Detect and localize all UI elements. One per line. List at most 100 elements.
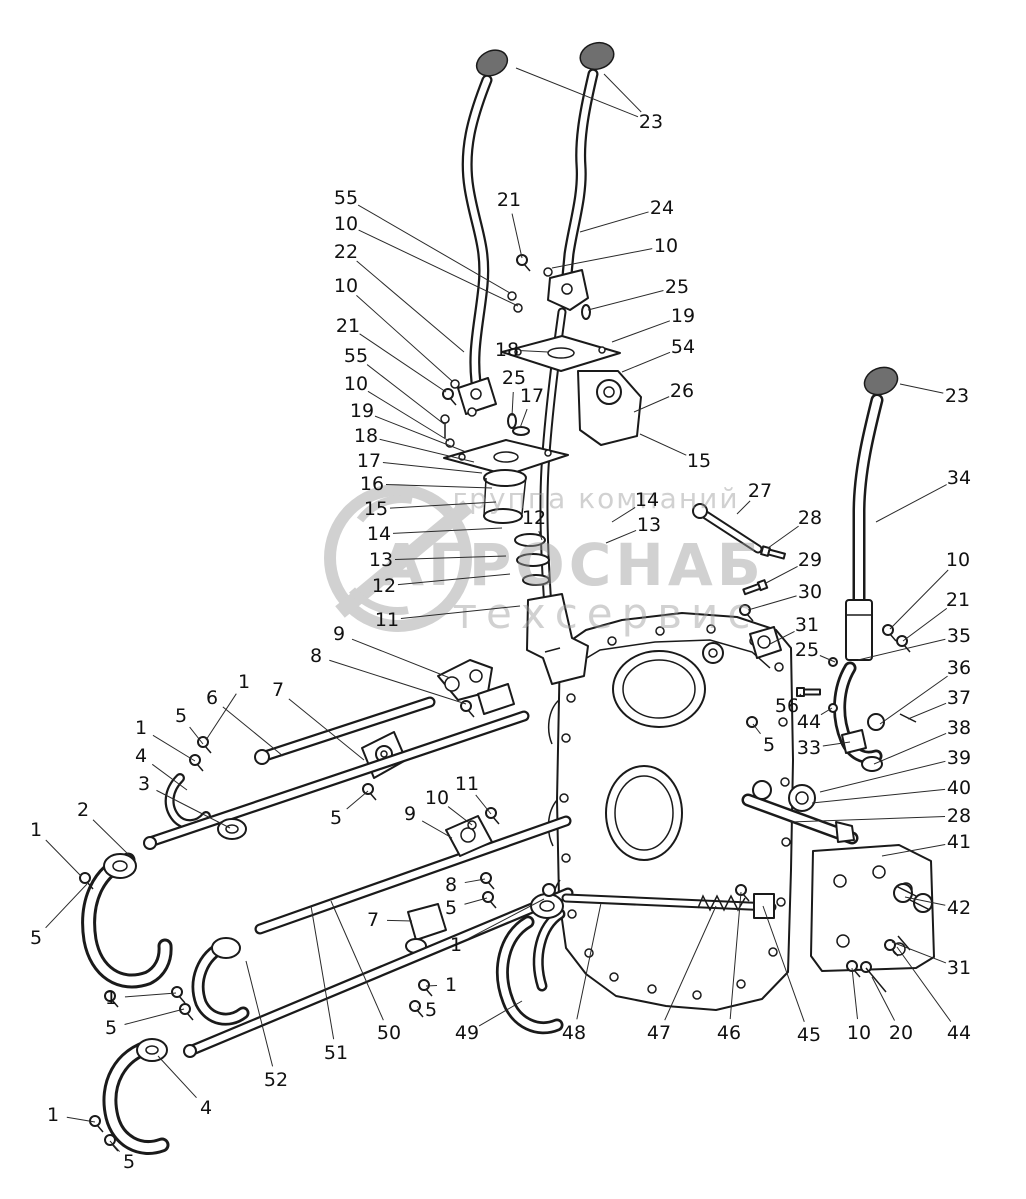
leader-line — [820, 707, 833, 716]
callout-5: 5 — [175, 705, 187, 727]
callout-15: 15 — [687, 450, 711, 472]
callout-5: 5 — [763, 734, 775, 756]
leader-line — [520, 350, 549, 353]
leader-line — [511, 391, 514, 417]
side-gear-lever — [796, 366, 917, 772]
leader-line — [896, 946, 952, 1022]
leader-line — [124, 1008, 185, 1025]
callout-5: 5 — [30, 927, 42, 949]
callout-24: 24 — [650, 197, 674, 219]
leader-line — [736, 500, 751, 515]
callout-21: 21 — [336, 315, 360, 337]
watermark-line1: группа компаний — [452, 482, 739, 515]
callout-10: 10 — [344, 373, 368, 395]
leader-line — [605, 529, 637, 544]
callout-49: 49 — [455, 1022, 479, 1044]
leader-line — [515, 67, 639, 118]
leader-line — [109, 1140, 120, 1152]
callout-17: 17 — [520, 385, 544, 407]
callout-8: 8 — [310, 645, 322, 667]
gear-lever-right — [543, 41, 615, 320]
leader-line — [611, 320, 671, 343]
callout-1: 1 — [30, 819, 42, 841]
callout-44: 44 — [797, 711, 821, 733]
leader-line — [189, 726, 204, 745]
callout-8: 8 — [445, 874, 457, 896]
leader-line — [156, 789, 231, 829]
callout-44: 44 — [947, 1022, 971, 1044]
leader-line — [822, 741, 851, 747]
callout-30: 30 — [798, 581, 822, 603]
callout-51: 51 — [324, 1042, 348, 1064]
central-shaft-assembly — [437, 312, 642, 718]
leader-line — [621, 351, 671, 373]
leader-line — [356, 294, 453, 382]
leader-line — [475, 794, 492, 815]
callout-5: 5 — [445, 897, 457, 919]
callout-29: 29 — [798, 549, 822, 571]
leader-line — [386, 919, 413, 922]
callout-4: 4 — [200, 1097, 212, 1119]
leader-line — [389, 501, 497, 509]
callout-52: 52 — [264, 1069, 288, 1091]
leader-line — [124, 992, 177, 998]
callout-18: 18 — [495, 339, 519, 361]
callout-37: 37 — [947, 687, 971, 709]
leader-line — [881, 844, 946, 857]
leader-line — [879, 675, 948, 725]
leader-line — [346, 790, 369, 810]
callout-56: 56 — [775, 695, 799, 717]
callout-16: 16 — [360, 473, 384, 495]
callout-6: 6 — [206, 687, 218, 709]
leader-line — [151, 763, 188, 791]
leader-line — [587, 290, 664, 311]
callout-21: 21 — [497, 189, 521, 211]
callout-10: 10 — [425, 787, 449, 809]
gear-lever-left — [457, 49, 531, 417]
leader-line — [729, 891, 742, 1020]
callout-10: 10 — [654, 235, 678, 257]
callout-42: 42 — [947, 897, 971, 919]
leader-line — [366, 364, 445, 425]
leader-line — [857, 638, 946, 661]
leader-line — [904, 896, 946, 906]
callout-33: 33 — [797, 737, 821, 759]
leader-line — [222, 706, 284, 757]
leader-line — [902, 607, 948, 642]
callout-46: 46 — [717, 1022, 741, 1044]
leader-line — [92, 819, 131, 857]
callout-14: 14 — [367, 523, 391, 545]
callout-55: 55 — [334, 187, 358, 209]
leader-line — [633, 396, 670, 413]
leader-line — [205, 693, 237, 741]
leader-line — [752, 723, 761, 735]
callout-17: 17 — [357, 450, 381, 472]
leader-line — [374, 415, 467, 453]
leader-line — [765, 566, 798, 584]
callout-7: 7 — [367, 909, 379, 931]
callout-54: 54 — [671, 336, 695, 358]
leader-line — [875, 484, 947, 523]
leader-line — [468, 898, 545, 939]
leader-line — [907, 702, 947, 720]
callout-10: 10 — [946, 549, 970, 571]
leader-line — [762, 905, 805, 1022]
callout-15: 15 — [364, 498, 388, 520]
callout-1: 1 — [445, 974, 457, 996]
side-cover-plate — [810, 844, 935, 993]
leader-line — [576, 902, 602, 1020]
leader-line — [851, 967, 858, 1020]
leader-line — [66, 1116, 96, 1123]
callout-40: 40 — [947, 777, 971, 799]
callout-7: 7 — [272, 679, 284, 701]
leader-line — [891, 941, 947, 964]
leader-line — [394, 555, 507, 561]
callout-9: 9 — [333, 623, 345, 645]
callout-5: 5 — [123, 1151, 135, 1173]
leader-line — [871, 976, 896, 1021]
leader-line — [379, 438, 475, 463]
leader-line — [400, 605, 521, 620]
callout-31: 31 — [795, 614, 819, 636]
callout-25: 25 — [665, 276, 689, 298]
detent-rail-and-spring — [566, 884, 774, 919]
